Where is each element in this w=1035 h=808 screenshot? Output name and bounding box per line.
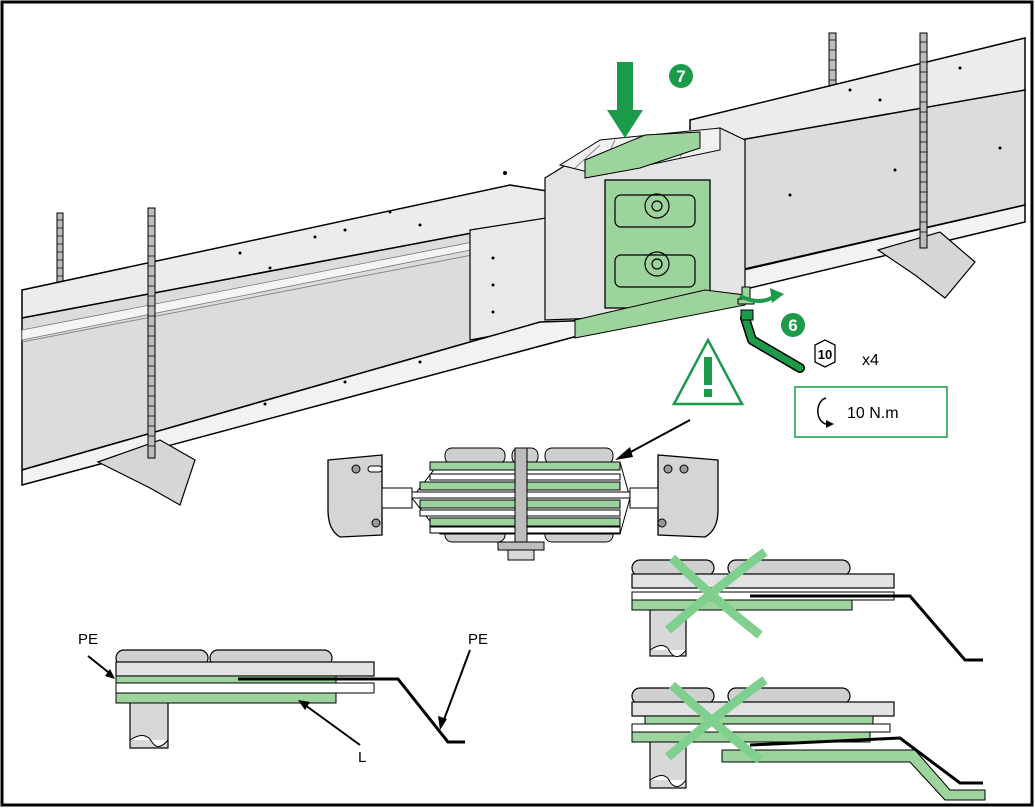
l-label: L [358,749,366,766]
hex-size-callout: 10 x4 [814,339,879,369]
pe-label-left: PE [78,631,98,648]
step-7-badge: 7 [669,64,693,88]
correct-assembly-detail [115,649,465,749]
step-6-badge: 6 [781,313,805,337]
hex-wrench [740,309,805,373]
pointer-arrow [624,419,691,456]
right-busway [689,32,1026,301]
insert-arrow [607,62,643,138]
torque-value: 10 N.m [847,405,899,422]
warning-triangle-icon [671,337,745,406]
rotate-arrow-head-icon [770,288,784,303]
incorrect-assembly-detail-1 [631,548,983,662]
threaded-rod-left-front [147,207,156,459]
threaded-rod-right-front [919,32,928,249]
down-arrow-icon [607,62,643,138]
cross-mark-icon [665,548,768,639]
step-6-number: 6 [788,316,797,335]
hex-nut-icon [814,339,836,368]
hex-size-value: 10 [818,347,832,362]
step-7-number: 7 [676,67,685,86]
torque-box: 10 N.m [794,386,948,438]
cross-mark-icon [665,676,768,764]
joint-detail-view [327,447,719,561]
bolt-count: x4 [862,352,879,369]
pe-label-right: PE [468,631,488,648]
incorrect-assembly-detail-2 [631,676,986,801]
joint-block [544,127,784,339]
